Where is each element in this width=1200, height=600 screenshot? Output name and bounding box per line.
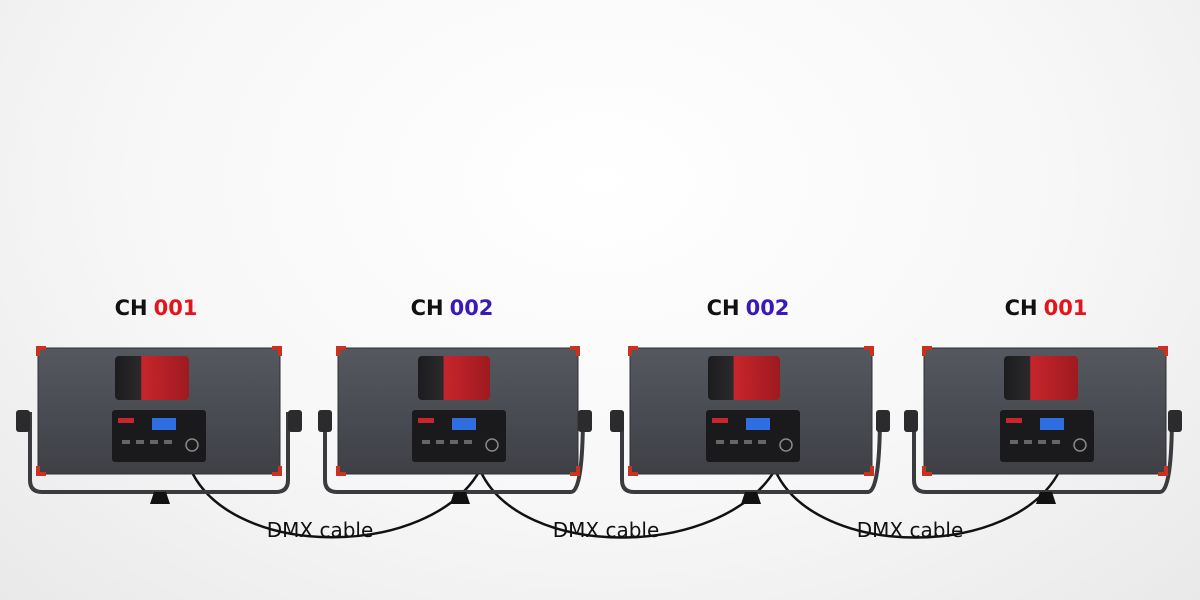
control-dial bbox=[485, 438, 499, 452]
led-panel-3 bbox=[610, 346, 890, 504]
led-panel-2 bbox=[318, 346, 592, 504]
corner-accent bbox=[570, 346, 580, 356]
corner-accent bbox=[36, 466, 46, 476]
dmx-cable-label-2: DMX cable bbox=[552, 518, 660, 542]
control-dial bbox=[1073, 438, 1087, 452]
v-mount-battery bbox=[115, 356, 189, 400]
yoke-bracket bbox=[323, 411, 585, 494]
dmx-cable-3 bbox=[773, 469, 1062, 539]
yoke-knob-right bbox=[578, 410, 592, 432]
control-dial bbox=[779, 438, 793, 452]
yoke-knob-left bbox=[904, 410, 918, 432]
corner-accent bbox=[864, 466, 874, 476]
yoke-knob-left bbox=[610, 410, 624, 432]
corner-accent bbox=[922, 466, 932, 476]
brand-logo bbox=[712, 418, 728, 423]
corner-accent bbox=[336, 346, 346, 356]
yoke-knob-left bbox=[318, 410, 332, 432]
corner-accent bbox=[922, 346, 932, 356]
stand-mount bbox=[741, 492, 761, 504]
channel-prefix: CH bbox=[410, 296, 444, 320]
corner-accent bbox=[1158, 346, 1168, 356]
corner-accent bbox=[628, 466, 638, 476]
lcd-display bbox=[452, 418, 476, 430]
corner-accent bbox=[1158, 466, 1168, 476]
channel-prefix: CH bbox=[114, 296, 148, 320]
corner-accent bbox=[864, 346, 874, 356]
control-box bbox=[706, 410, 800, 462]
control-dial bbox=[185, 438, 199, 452]
control-box bbox=[112, 410, 206, 462]
lcd-display bbox=[152, 418, 176, 430]
channel-number: 002 bbox=[449, 296, 494, 320]
corner-accent bbox=[36, 346, 46, 356]
lcd-display bbox=[1040, 418, 1064, 430]
v-mount-battery bbox=[708, 356, 780, 400]
corner-accent bbox=[272, 346, 282, 356]
yoke-bracket bbox=[912, 411, 1174, 494]
dmx-cable-label-1: DMX cable bbox=[266, 518, 374, 542]
yoke-knob-right bbox=[288, 410, 302, 432]
channel-number: 001 bbox=[153, 296, 198, 320]
stand-mount bbox=[450, 492, 470, 504]
corner-accent bbox=[570, 466, 580, 476]
led-panel-4 bbox=[904, 346, 1182, 504]
yoke-knob-right bbox=[876, 410, 890, 432]
channel-number: 001 bbox=[1043, 296, 1088, 320]
v-mount-battery bbox=[418, 356, 490, 400]
stand-mount bbox=[150, 492, 170, 504]
corner-accent bbox=[272, 466, 282, 476]
yoke-knob-right bbox=[1168, 410, 1182, 432]
yoke-knob-left bbox=[16, 410, 30, 432]
brand-logo bbox=[118, 418, 134, 423]
channel-prefix: CH bbox=[1004, 296, 1038, 320]
channel-prefix: CH bbox=[706, 296, 740, 320]
channel-number: 002 bbox=[745, 296, 790, 320]
control-box bbox=[1000, 410, 1094, 462]
v-mount-battery bbox=[1004, 356, 1078, 400]
control-box bbox=[412, 410, 506, 462]
stand-mount bbox=[1036, 492, 1056, 504]
led-panel-1 bbox=[16, 346, 302, 504]
brand-logo bbox=[1006, 418, 1022, 423]
brand-logo bbox=[418, 418, 434, 423]
corner-accent bbox=[336, 466, 346, 476]
lcd-display bbox=[746, 418, 770, 430]
yoke-bracket bbox=[620, 411, 882, 494]
corner-accent bbox=[628, 346, 638, 356]
dmx-cable-label-3: DMX cable bbox=[856, 518, 964, 542]
